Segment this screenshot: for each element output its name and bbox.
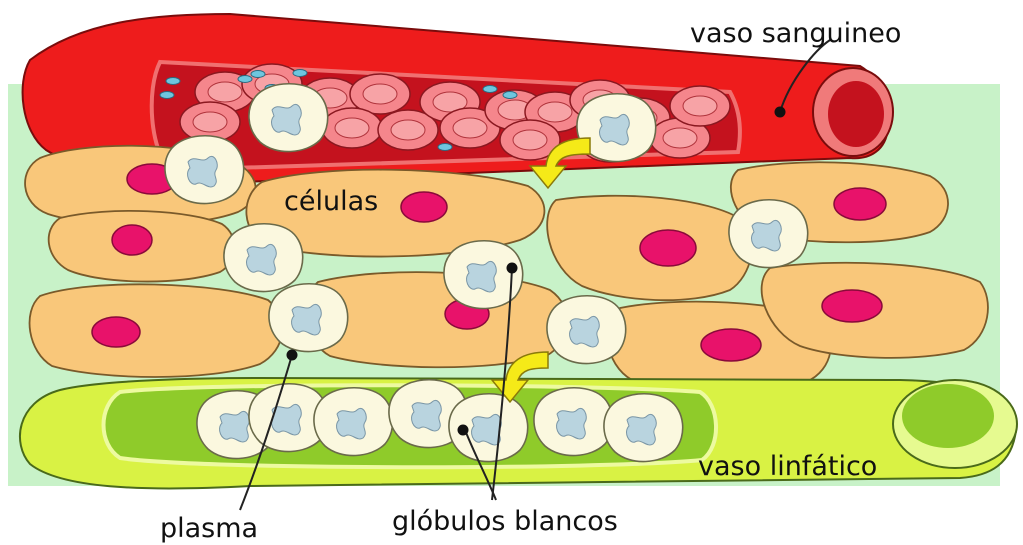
label-cells: células [284,186,378,217]
label-blood-vessel: vaso sanguineo [690,18,901,49]
label-white-cells: glóbulos blancos [392,506,618,537]
label-lymph-vessel: vaso linfático [698,451,877,482]
cell [30,284,283,377]
wbc-in-blood-1 [249,84,328,152]
label-plasma: plasma [160,513,258,544]
